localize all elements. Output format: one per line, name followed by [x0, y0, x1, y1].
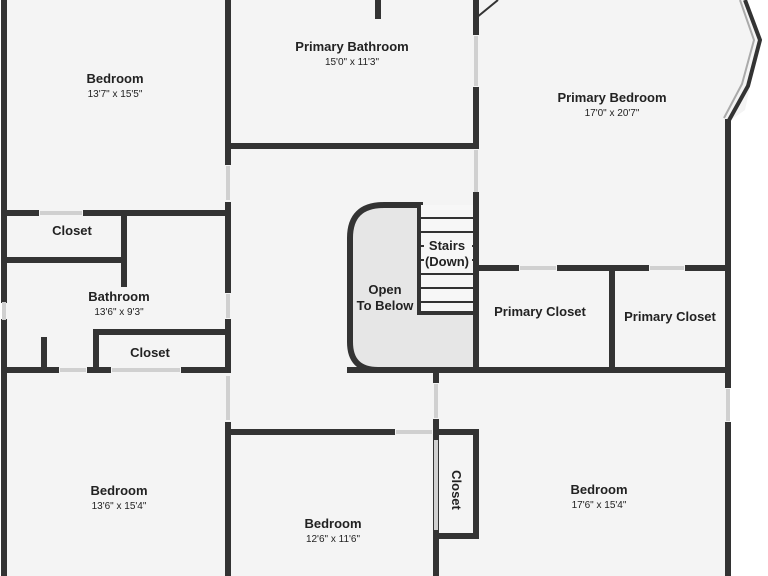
room-closet-bath: Closet [130, 345, 170, 360]
stairs-direction: (Down) [425, 254, 469, 269]
room-name: Bedroom [570, 482, 627, 497]
room-name: Primary Bedroom [557, 90, 666, 105]
room-name: Closet [449, 470, 464, 510]
open-label-line1: Open [368, 282, 401, 297]
primary-bedroom-floor [480, 0, 760, 268]
room-name: Closet [52, 223, 92, 238]
room-primary-closet-2: Primary Closet [624, 309, 716, 324]
room-dimensions: 17'0" x 20'7" [585, 108, 640, 119]
room-name: Bedroom [90, 483, 147, 498]
room-dimensions: 13'6" x 15'4" [92, 501, 147, 512]
room-primary-closet-1: Primary Closet [494, 304, 586, 319]
room-dimensions: 13'6" x 9'3" [94, 307, 144, 318]
room-bedroom-bottom-mid: Bedroom 12'6" x 11'6" [304, 516, 361, 545]
room-name: Bedroom [86, 71, 143, 86]
room-dimensions: 17'6" x 15'4" [572, 500, 627, 511]
room-name: Closet [130, 345, 170, 360]
room-primary-bathroom: Primary Bathroom 15'0" x 11'3" [295, 39, 408, 68]
room-closet-vertical: Closet [449, 470, 464, 510]
room-open-to-below: Open To Below [357, 282, 415, 313]
room-primary-bedroom: Primary Bedroom 17'0" x 20'7" [557, 90, 666, 119]
room-stairs: Stairs (Down) [424, 238, 472, 270]
room-dimensions: 12'6" x 11'6" [306, 534, 361, 545]
open-label-line2: To Below [357, 298, 415, 313]
room-bedroom-bottom-left: Bedroom 13'6" x 15'4" [90, 483, 147, 512]
room-closet-left: Closet [52, 223, 92, 238]
openings [2, 36, 730, 530]
room-name: Primary Closet [624, 309, 716, 324]
stairs-label: Stairs [429, 238, 465, 253]
room-name: Bedroom [304, 516, 361, 531]
room-dimensions: 15'0" x 11'3" [325, 57, 380, 68]
room-bedroom-bottom-right: Bedroom 17'6" x 15'4" [570, 482, 627, 511]
room-bedroom-top-left: Bedroom 13'7" x 15'5" [86, 71, 143, 100]
room-dimensions: 13'7" x 15'5" [88, 89, 143, 100]
room-name: Bathroom [88, 289, 149, 304]
room-bathroom: Bathroom 13'6" x 9'3" [88, 289, 149, 318]
room-name: Primary Closet [494, 304, 586, 319]
room-name: Primary Bathroom [295, 39, 408, 54]
